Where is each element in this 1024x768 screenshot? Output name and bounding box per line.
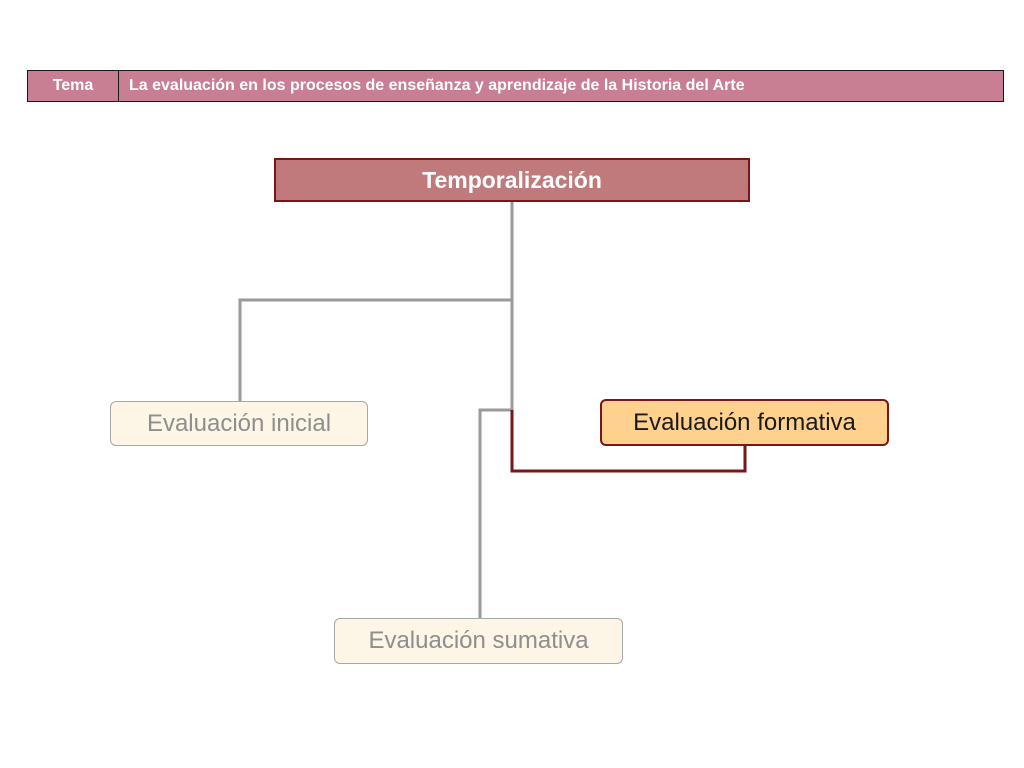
topic-title: La evaluación en los procesos de enseñan…: [129, 77, 745, 94]
node-evaluacion-inicial[interactable]: Evaluación inicial: [110, 401, 368, 446]
node-evaluacion-formativa[interactable]: Evaluación formativa: [600, 399, 889, 446]
connector-inicial: [238, 298, 512, 401]
connector-formativa: [510, 410, 747, 473]
topic-label: Tema: [28, 71, 119, 101]
topic-header: Tema La evaluación en los procesos de en…: [27, 70, 1004, 102]
root-node-temporalizacion: Temporalización: [274, 158, 750, 202]
node-evaluacion-sumativa[interactable]: Evaluación sumativa: [334, 618, 623, 664]
connector-sumativa: [478, 408, 512, 618]
